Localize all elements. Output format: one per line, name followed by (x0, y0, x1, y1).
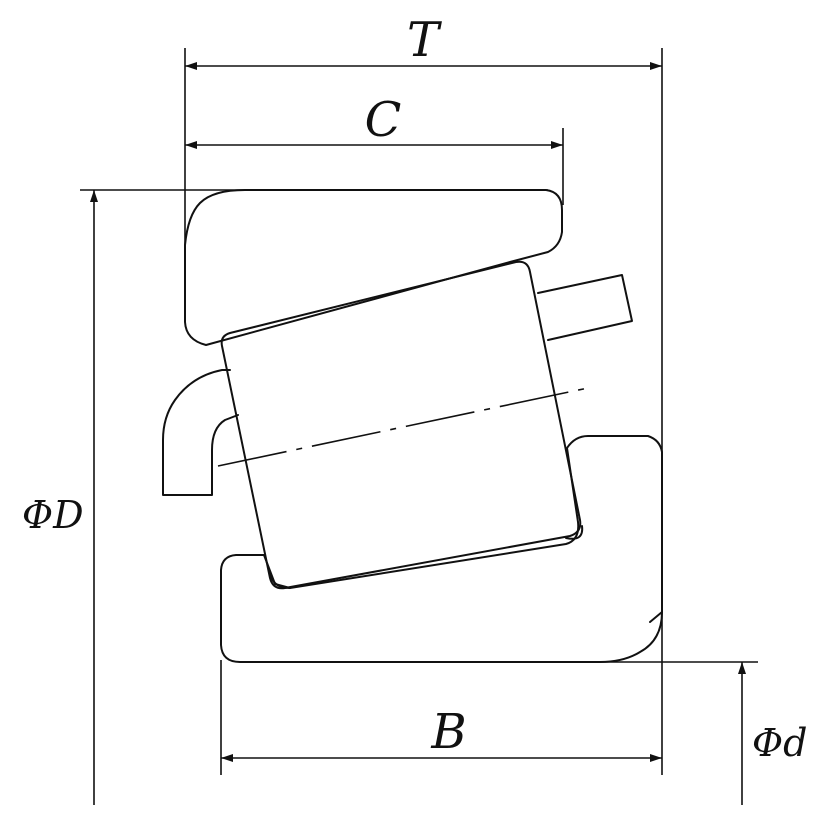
label-t: T (407, 12, 442, 68)
label-c: C (365, 92, 402, 148)
label-d-inner: Φd (752, 721, 807, 765)
cage-lower (162, 369, 239, 496)
cage-upper (537, 274, 633, 341)
extension-lines (80, 48, 758, 775)
outer-ring (184, 189, 563, 346)
inner-ring (220, 435, 663, 663)
label-d-outer: ΦD (22, 493, 84, 537)
roller (220, 260, 582, 590)
roller-centerline (217, 387, 589, 467)
roller-contact-bottom-right (565, 525, 584, 540)
label-b: B (430, 704, 466, 760)
inner-ring-chamfer (649, 611, 663, 623)
dimension-lines (90, 62, 746, 805)
